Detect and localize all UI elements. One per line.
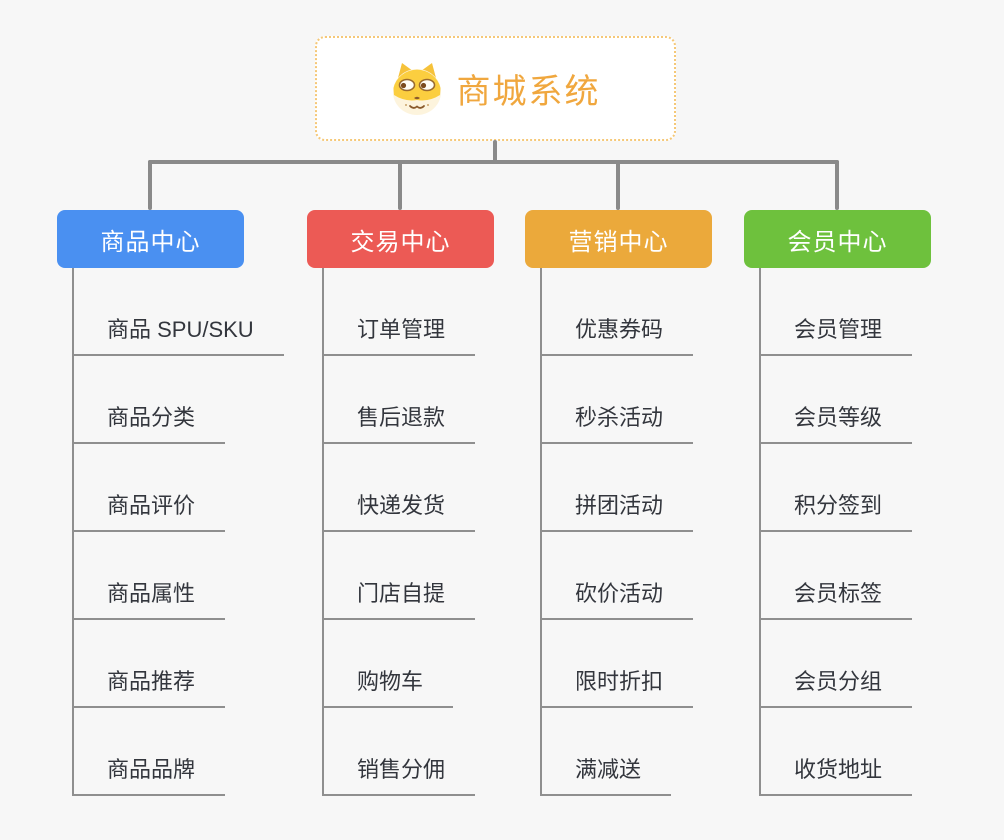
leaf-row: 优惠券码: [542, 268, 694, 356]
leaf-node-express-delivery[interactable]: 快递发货: [324, 488, 476, 532]
leaf-node-store-pickup[interactable]: 门店自提: [324, 576, 476, 620]
connector-rail: [148, 160, 839, 164]
leaf-row: 会员标签: [761, 532, 913, 620]
leaf-row: 收货地址: [761, 708, 913, 796]
leaf-row: 积分签到: [761, 444, 913, 532]
leaf-row: 销售分佣: [324, 708, 476, 796]
connector-drop-marketing: [616, 160, 620, 210]
leaf-node-flash-sale[interactable]: 秒杀活动: [542, 400, 694, 444]
leaf-column-member-center: 会员管理 会员等级 积分签到 会员标签 会员分组 收货地址: [759, 268, 913, 796]
leaf-row: 会员管理: [761, 268, 913, 356]
leaf-row: 售后退款: [324, 356, 476, 444]
leaf-row: 购物车: [324, 620, 475, 708]
leaf-row: 限时折扣: [542, 620, 694, 708]
leaf-row: 秒杀活动: [542, 356, 694, 444]
leaf-row: 会员等级: [761, 356, 913, 444]
root-node-title: 商城系统: [456, 73, 601, 111]
leaf-node-product-brand[interactable]: 商品品牌: [74, 752, 226, 796]
connector-drop-products: [148, 160, 152, 210]
leaf-row: 拼团活动: [542, 444, 694, 532]
leaf-row: 商品品牌: [74, 708, 284, 796]
leaf-row: 商品 SPU/SKU: [74, 268, 284, 356]
leaf-node-coupon-code[interactable]: 优惠券码: [542, 312, 694, 356]
leaf-row: 商品分类: [74, 356, 284, 444]
leaf-column-marketing-center: 优惠券码 秒杀活动 拼团活动 砍价活动 限时折扣 满减送: [540, 268, 694, 796]
leaf-row: 门店自提: [324, 532, 476, 620]
leaf-row: 商品评价: [74, 444, 284, 532]
leaf-node-group-buy[interactable]: 拼团活动: [542, 488, 694, 532]
leaf-node-points-checkin[interactable]: 积分签到: [761, 488, 913, 532]
leaf-node-order-management[interactable]: 订单管理: [324, 312, 476, 356]
leaf-node-product-spu-sku[interactable]: 商品 SPU/SKU: [74, 312, 284, 356]
leaf-node-product-category[interactable]: 商品分类: [74, 400, 226, 444]
connector-drop-trade: [398, 160, 402, 210]
leaf-node-sales-commission[interactable]: 销售分佣: [324, 752, 476, 796]
root-node-mall-system[interactable]: 商城系统: [315, 36, 676, 141]
connector-drop-members: [835, 160, 839, 210]
branch-node-marketing-center[interactable]: 营销中心: [525, 210, 712, 268]
leaf-node-limited-time-discount[interactable]: 限时折扣: [542, 664, 694, 708]
leaf-node-shopping-cart[interactable]: 购物车: [324, 664, 454, 708]
leaf-node-product-review[interactable]: 商品评价: [74, 488, 226, 532]
leaf-row: 砍价活动: [542, 532, 694, 620]
leaf-node-aftersale-refund[interactable]: 售后退款: [324, 400, 476, 444]
leaf-column-trade-center: 订单管理 售后退款 快递发货 门店自提 购物车 销售分佣: [322, 268, 476, 796]
leaf-row: 订单管理: [324, 268, 476, 356]
leaf-row: 商品推荐: [74, 620, 284, 708]
branch-node-product-center[interactable]: 商品中心: [57, 210, 244, 268]
leaf-column-product-center: 商品 SPU/SKU 商品分类 商品评价 商品属性 商品推荐 商品品牌: [72, 268, 284, 796]
connector-root-stem: [493, 140, 497, 162]
leaf-row: 满减送: [542, 708, 693, 796]
leaf-node-member-level[interactable]: 会员等级: [761, 400, 913, 444]
leaf-node-member-group[interactable]: 会员分组: [761, 664, 913, 708]
dog-face-icon: [392, 62, 441, 115]
leaf-row: 会员分组: [761, 620, 913, 708]
leaf-row: 商品属性: [74, 532, 284, 620]
leaf-row: 快递发货: [324, 444, 476, 532]
branch-node-member-center[interactable]: 会员中心: [744, 210, 931, 268]
leaf-node-member-tag[interactable]: 会员标签: [761, 576, 913, 620]
leaf-node-member-management[interactable]: 会员管理: [761, 312, 913, 356]
leaf-node-bargain-activity[interactable]: 砍价活动: [542, 576, 694, 620]
leaf-node-product-recommend[interactable]: 商品推荐: [74, 664, 226, 708]
branch-node-trade-center[interactable]: 交易中心: [307, 210, 494, 268]
leaf-node-spend-save[interactable]: 满减送: [542, 752, 672, 796]
leaf-node-shipping-address[interactable]: 收货地址: [761, 752, 913, 796]
leaf-node-product-attribute[interactable]: 商品属性: [74, 576, 226, 620]
